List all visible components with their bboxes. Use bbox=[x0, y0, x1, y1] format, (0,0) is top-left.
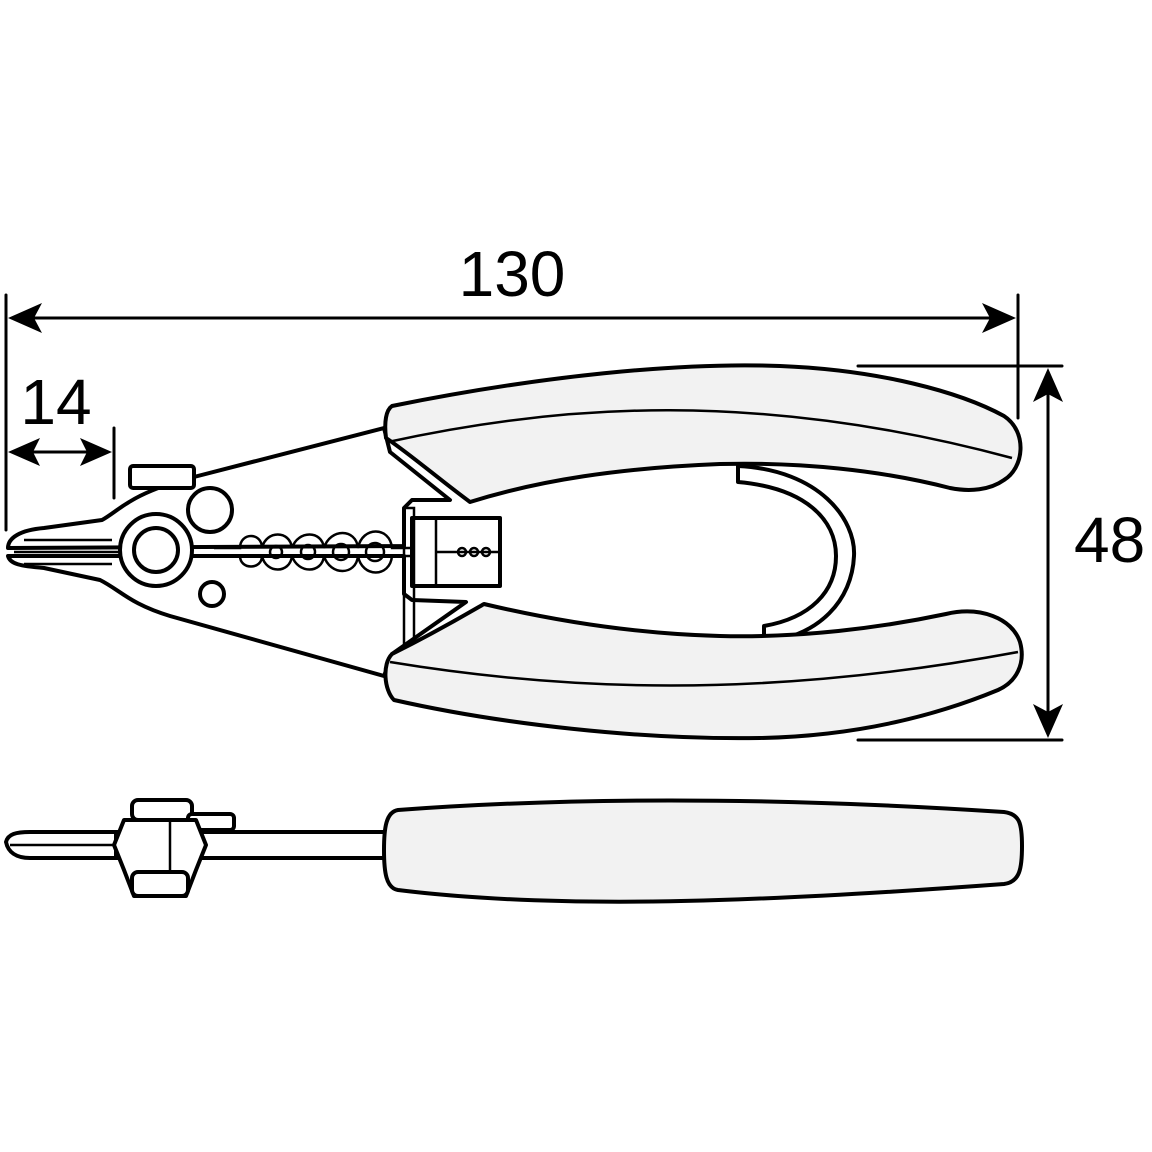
crimp-hole-2 bbox=[468, 546, 480, 558]
return-spring bbox=[736, 464, 857, 644]
dimension-jaw-length: 14 bbox=[8, 366, 116, 500]
upper-grip-ridge bbox=[387, 409, 1013, 460]
dimension-label-48: 48 bbox=[1074, 504, 1145, 576]
side-handle-grip bbox=[382, 798, 1024, 904]
dimension-handle-span: 48 bbox=[856, 364, 1145, 742]
arrowhead-right-14 bbox=[80, 438, 112, 466]
upper-handle-grip bbox=[383, 363, 1023, 504]
stripping-notches-lower bbox=[214, 554, 412, 574]
lock-latch bbox=[128, 464, 196, 490]
pivot-bolt bbox=[132, 526, 180, 574]
crimp-hole-3 bbox=[480, 546, 492, 558]
stripping-hole-large bbox=[186, 486, 234, 534]
arrowhead-top-48 bbox=[1033, 368, 1063, 402]
notch-hole-3 bbox=[331, 542, 351, 562]
side-latch-top bbox=[130, 798, 194, 822]
crimp-hole-1 bbox=[456, 546, 468, 558]
arrowhead-left-130 bbox=[8, 303, 42, 333]
pliers-front-view bbox=[6, 363, 1024, 741]
notch-hole-4 bbox=[364, 541, 386, 563]
dimension-label-14: 14 bbox=[20, 366, 91, 438]
notch-hole-2 bbox=[299, 543, 317, 561]
lower-grip-ridge bbox=[389, 650, 1019, 687]
lower-handle-grip bbox=[383, 602, 1024, 741]
notch-hole-1 bbox=[268, 544, 284, 560]
dimension-overall-length: 130 bbox=[4, 238, 1020, 532]
pliers-side-view bbox=[4, 798, 1024, 904]
side-pivot-washer bbox=[130, 870, 190, 898]
stripping-notches-upper bbox=[214, 530, 412, 550]
dimension-label-130: 130 bbox=[459, 238, 566, 310]
upper-arm-metal bbox=[6, 426, 452, 550]
arrowhead-bottom-48 bbox=[1033, 704, 1063, 738]
arrowhead-right-130 bbox=[982, 303, 1016, 333]
arrowhead-left-14 bbox=[8, 438, 40, 466]
stripping-hole-small bbox=[198, 580, 226, 608]
